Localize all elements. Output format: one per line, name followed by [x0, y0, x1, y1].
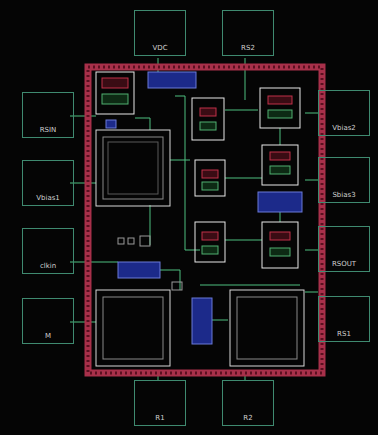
- pin-name: Vbias1: [23, 194, 73, 202]
- pin-name: R2: [223, 414, 273, 422]
- pin-name: RS1: [319, 330, 369, 338]
- pin-name: RSIN: [23, 126, 73, 134]
- bond-pad: Vbias1: [22, 160, 74, 206]
- bond-pad: Sbias3: [318, 157, 370, 203]
- pin-name: RS2: [223, 44, 273, 52]
- bond-pad: RS2: [222, 10, 274, 56]
- bond-pad: RSOUT: [318, 226, 370, 272]
- bond-pad: Vbias2: [318, 90, 370, 136]
- pin-name: RSOUT: [319, 260, 369, 268]
- bond-pad: VDC: [134, 10, 186, 56]
- pin-name: M: [23, 332, 73, 340]
- bond-pad: RSIN: [22, 92, 74, 138]
- pin-name: Vbias2: [319, 124, 369, 132]
- bond-pad: clkin: [22, 228, 74, 274]
- bond-pad: R2: [222, 380, 274, 426]
- bond-pad: RS1: [318, 296, 370, 342]
- bond-pad: R1: [134, 380, 186, 426]
- pin-name: R1: [135, 414, 185, 422]
- pin-name: clkin: [23, 262, 73, 270]
- pin-name: VDC: [135, 44, 185, 52]
- bond-pad: M: [22, 298, 74, 344]
- pin-name: Sbias3: [319, 191, 369, 199]
